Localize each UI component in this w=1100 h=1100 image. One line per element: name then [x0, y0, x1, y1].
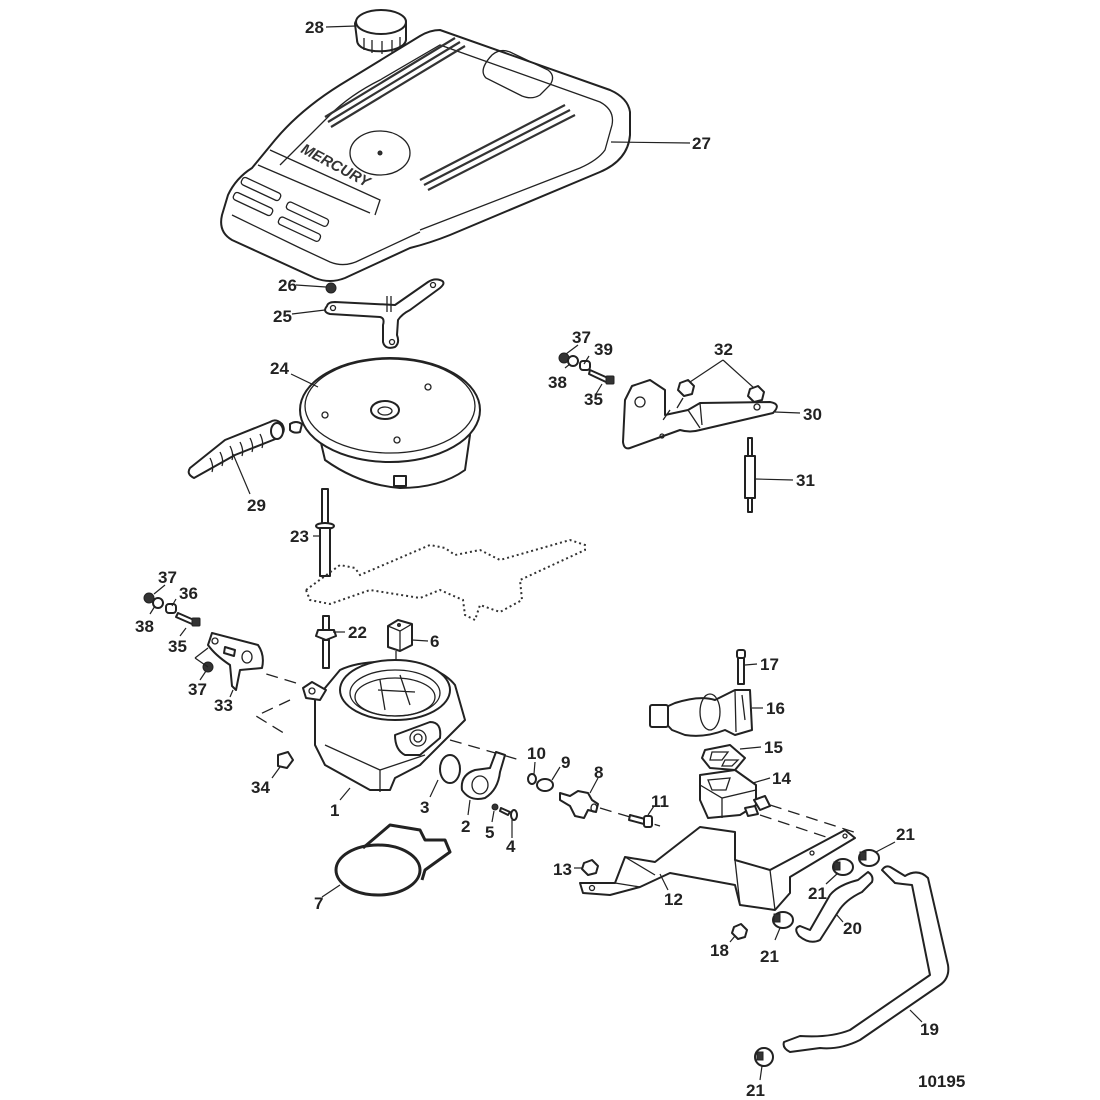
callout-6[interactable]: 6 [430, 632, 439, 651]
part-38-washer-left[interactable] [152, 597, 164, 609]
part-18-nut[interactable] [731, 923, 748, 940]
callout-5[interactable]: 5 [485, 823, 494, 842]
callout-21-c[interactable]: 21 [760, 947, 779, 966]
callout-29[interactable]: 29 [247, 496, 266, 515]
callout-11[interactable]: 11 [651, 792, 669, 811]
part-13-nut[interactable] [581, 859, 599, 876]
callout-39[interactable]: 39 [594, 340, 613, 359]
callout-37-left[interactable]: 37 [158, 568, 177, 587]
part-31-stud[interactable] [744, 437, 756, 513]
callout-7[interactable]: 7 [314, 894, 323, 913]
callout-20[interactable]: 20 [843, 919, 862, 938]
callout-36[interactable]: 36 [179, 584, 198, 603]
callout-18[interactable]: 18 [710, 941, 729, 960]
part-35-screw-left[interactable] [175, 612, 201, 627]
part-6-block[interactable] [387, 619, 413, 652]
callout-21-b[interactable]: 21 [808, 884, 827, 903]
callout-24[interactable]: 24 [270, 359, 289, 378]
callout-38-left[interactable]: 38 [135, 617, 154, 636]
part-21-hose-clamp-c[interactable] [772, 911, 794, 929]
callout-37-lower[interactable]: 37 [188, 680, 207, 699]
callout-10[interactable]: 10 [527, 744, 546, 763]
callout-8[interactable]: 8 [594, 763, 603, 782]
part-10-o-ring[interactable] [527, 773, 537, 785]
callout-27[interactable]: 27 [692, 134, 711, 153]
part-20-hose[interactable] [795, 871, 874, 943]
part-24-flame-arrestor[interactable] [289, 357, 481, 489]
callout-35-left[interactable]: 35 [168, 637, 187, 656]
part-21-hose-clamp-d[interactable] [754, 1047, 774, 1067]
part-21-hose-clamp-a[interactable] [858, 849, 880, 867]
figure-number: 10195 [918, 1072, 965, 1091]
part-3-o-ring[interactable] [439, 754, 461, 784]
callout-21-d[interactable]: 21 [746, 1081, 765, 1100]
callout-31[interactable]: 31 [796, 471, 815, 490]
callout-3[interactable]: 3 [420, 798, 429, 817]
part-34-nut[interactable] [277, 751, 294, 769]
callout-38-upper[interactable]: 38 [548, 373, 567, 392]
callout-30[interactable]: 30 [803, 405, 822, 424]
part-14-adapter[interactable] [699, 769, 771, 819]
part-7-gasket[interactable] [334, 823, 452, 897]
callout-4[interactable]: 4 [506, 837, 516, 856]
callout-14[interactable]: 14 [772, 769, 791, 788]
callout-9[interactable]: 9 [561, 753, 570, 772]
callout-35-upper[interactable]: 35 [584, 390, 603, 409]
callout-32[interactable]: 32 [714, 340, 733, 359]
callout-2[interactable]: 2 [461, 817, 470, 836]
part-25-bracket[interactable] [324, 278, 445, 349]
callout-26[interactable]: 26 [278, 276, 297, 295]
part-32-nut-a[interactable] [677, 379, 695, 397]
part-26-nut[interactable] [325, 282, 337, 294]
part-35-screw-upper[interactable] [588, 369, 615, 385]
part-5-washer[interactable] [491, 803, 499, 811]
part-39-spacer[interactable] [579, 360, 591, 371]
callout-37-upper[interactable]: 37 [572, 328, 591, 347]
callout-12[interactable]: 12 [664, 890, 683, 909]
part-8-fitting[interactable] [559, 790, 599, 819]
part-2-throttle-position-sensor[interactable] [460, 751, 506, 800]
part-32-nut-b[interactable] [747, 385, 765, 403]
part-19-hose[interactable] [782, 865, 950, 1053]
callout-1[interactable]: 1 [330, 801, 339, 820]
callout-19[interactable]: 19 [920, 1020, 939, 1039]
callout-25[interactable]: 25 [273, 307, 292, 326]
part-37-nut-left[interactable] [143, 592, 155, 604]
callout-22[interactable]: 22 [348, 623, 367, 642]
callout-28[interactable]: 28 [305, 18, 324, 37]
manifold-outline-reference [304, 538, 586, 622]
part-23-stud[interactable] [315, 488, 335, 577]
part-17-screw[interactable] [736, 649, 746, 685]
part-9-o-ring[interactable] [536, 778, 554, 792]
part-27-engine-cover[interactable]: MERCURY [220, 29, 631, 282]
part-11-screw[interactable] [628, 814, 653, 828]
part-30-bracket[interactable] [622, 379, 778, 450]
part-28-cap[interactable] [354, 9, 407, 54]
part-15-gasket[interactable] [701, 744, 746, 771]
part-29-vent-hose[interactable] [187, 419, 285, 479]
callout-17[interactable]: 17 [760, 655, 779, 674]
part-16-idle-air-control-valve[interactable] [649, 689, 753, 737]
callout-15[interactable]: 15 [764, 738, 783, 757]
part-4-screw[interactable] [499, 807, 518, 821]
callout-33[interactable]: 33 [214, 696, 233, 715]
part-33-bracket[interactable] [207, 632, 264, 691]
callout-21-a[interactable]: 21 [896, 825, 915, 844]
callout-13[interactable]: 13 [553, 860, 572, 879]
part-22-stud[interactable] [315, 615, 337, 669]
part-12-bracket[interactable] [579, 826, 856, 911]
callout-16[interactable]: 16 [766, 699, 785, 718]
part-38-washer-upper[interactable] [567, 355, 579, 367]
part-1-throttle-body[interactable] [302, 659, 466, 792]
part-21-hose-clamp-b[interactable] [832, 858, 854, 876]
callout-34[interactable]: 34 [251, 778, 270, 797]
callout-23[interactable]: 23 [290, 527, 309, 546]
part-36-spacer[interactable] [165, 603, 177, 614]
